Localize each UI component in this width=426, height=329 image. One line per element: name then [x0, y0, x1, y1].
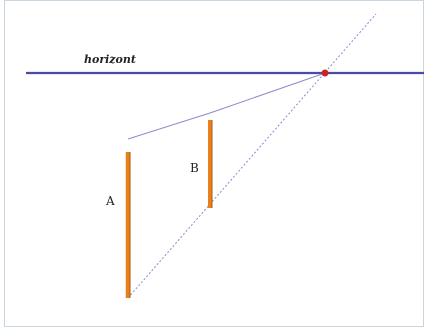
top-guide-line [127, 112, 211, 140]
base-guide-line [127, 13, 377, 299]
pole-a-label: A [105, 194, 115, 208]
pole-b-label: B [190, 161, 199, 175]
horizon-label: horizont [84, 53, 136, 66]
top-guide-line-extension [209, 72, 326, 114]
diagram-frame [4, 0, 424, 327]
vanishing-point [321, 69, 329, 77]
